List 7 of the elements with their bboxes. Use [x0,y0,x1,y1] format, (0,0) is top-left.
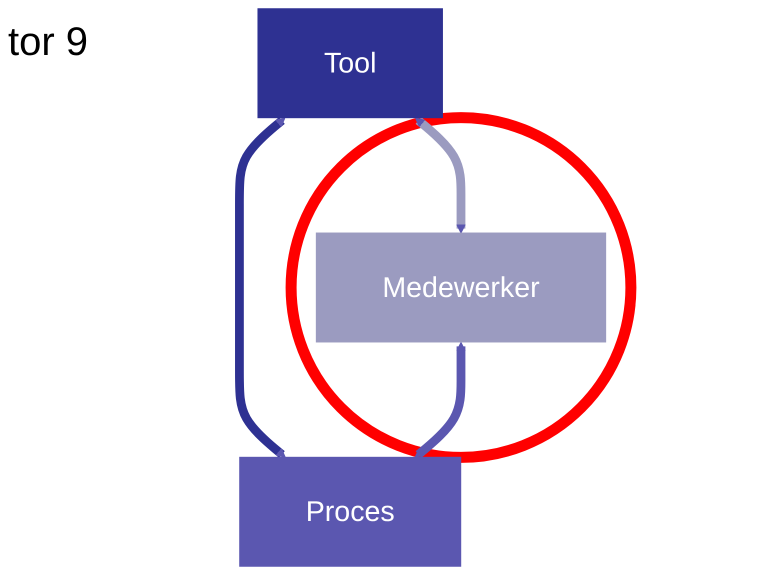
heading-fragment: tor 9 [8,20,88,65]
arrow [415,117,466,234]
arrow [414,342,466,458]
node-box: Proces [239,456,462,567]
node-box: Medewerker [316,232,606,342]
arrow [235,117,286,458]
node-box: Tool [257,8,443,118]
